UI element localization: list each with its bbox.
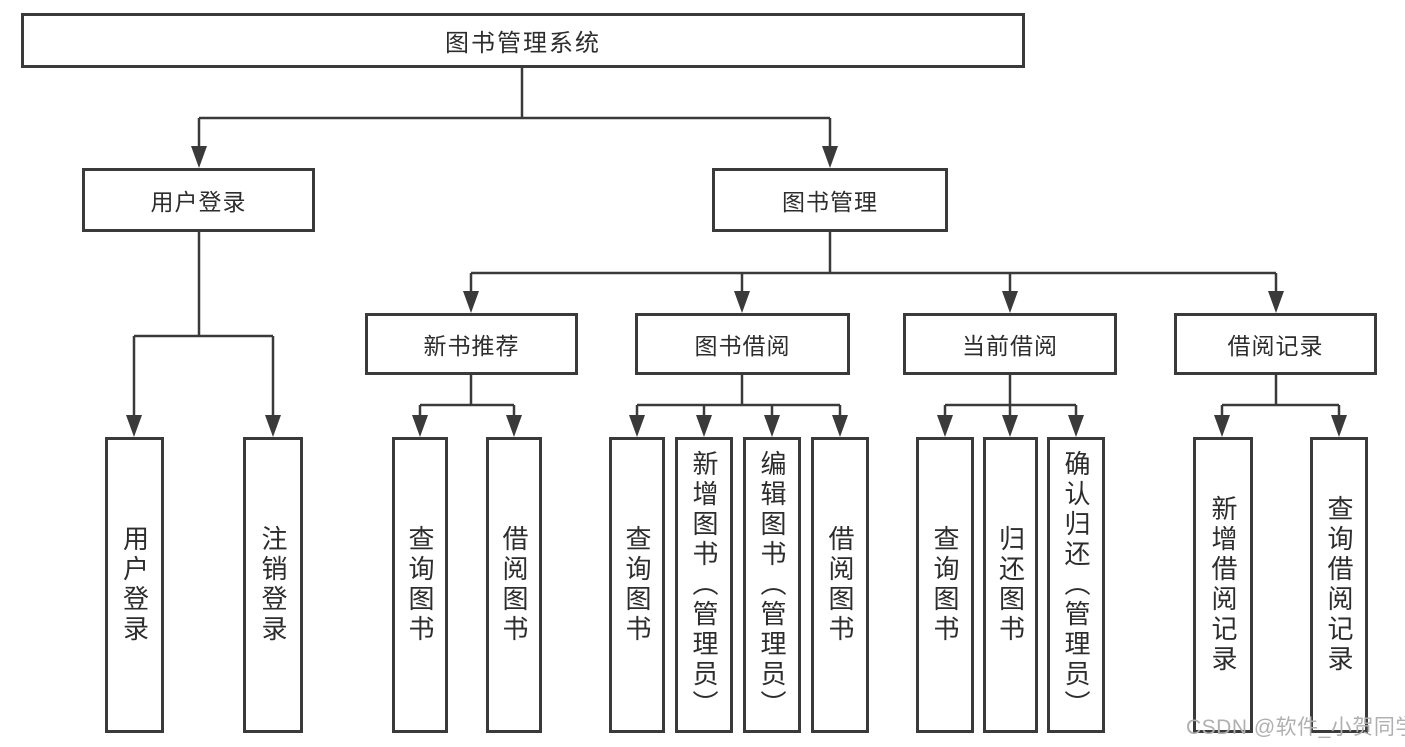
node-book-borrowing: 图书借阅 (635, 313, 850, 375)
arrowheads (126, 146, 1347, 437)
node-current-borrowing: 当前借阅 (903, 313, 1117, 375)
node-borrowing-records: 借阅记录 (1174, 313, 1377, 375)
leaf-user-login: 用户登录 (105, 437, 164, 733)
leaf-query-borrow-record: 查询借阅记录 (1310, 437, 1368, 733)
leaf-add-books-admin: 新增图书（管理员） (675, 437, 733, 733)
leaf-query-books-recommend: 查询图书 (392, 437, 448, 733)
leaf-borrow-books-recommend: 借阅图书 (486, 437, 542, 733)
csdn-watermark: CSDN @软件_小贺同学 (1186, 716, 1405, 739)
leaf-add-borrow-record: 新增借阅记录 (1193, 437, 1253, 733)
node-new-book-recommendation: 新书推荐 (365, 313, 578, 375)
leaf-logout: 注销登录 (243, 437, 303, 733)
leaf-return-books: 归还图书 (983, 437, 1038, 733)
leaf-confirm-return-admin: 确认归还（管理员） (1047, 437, 1105, 733)
leaf-borrow-books: 借阅图书 (811, 437, 869, 733)
node-user-login: 用户登录 (82, 168, 315, 232)
connector-wires (132, 68, 1341, 421)
leaf-query-books-borrow: 查询图书 (609, 437, 665, 733)
node-book-management: 图书管理 (712, 168, 948, 232)
leaf-edit-books-admin: 编辑图书（管理员） (743, 437, 801, 733)
node-library-system: 图书管理系统 (21, 13, 1025, 68)
leaf-query-books-current: 查询图书 (916, 437, 974, 733)
